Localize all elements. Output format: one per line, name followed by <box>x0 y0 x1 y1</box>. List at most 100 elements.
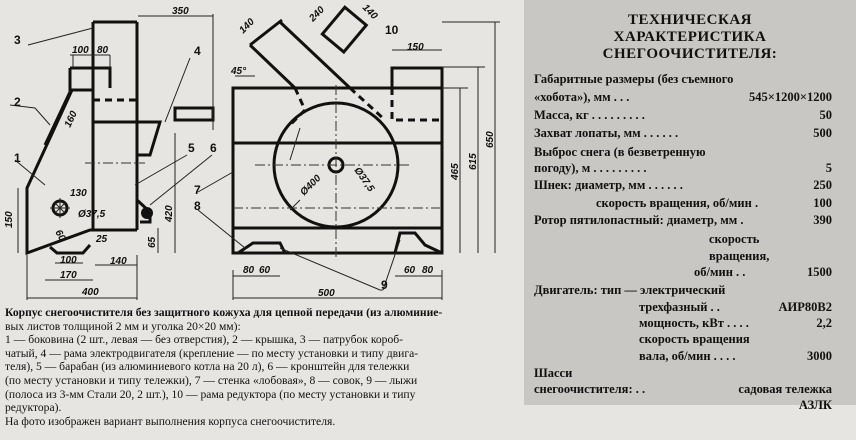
dim-b140: 140 <box>110 256 127 267</box>
spec-value: 100 <box>813 196 832 210</box>
spec-label: Захват лопаты, мм . . . . . . <box>534 126 679 140</box>
spec-value: 500 <box>813 126 832 140</box>
spec-row: погоду), м . . . . . . . . . 5 <box>534 161 832 176</box>
dim-45deg: 45° <box>230 66 247 77</box>
dim-b100: 100 <box>60 255 77 266</box>
spec-row: Шасси <box>534 366 832 381</box>
spec-row: скорость вращения, об/мин . 100 <box>596 196 832 211</box>
dim-420: 420 <box>164 205 175 223</box>
dim-500: 500 <box>318 288 335 299</box>
dim-r60: 60 <box>404 265 416 276</box>
spec-label: вала, об/мин . . . . <box>639 349 736 363</box>
spec-row: вращения, <box>709 249 832 264</box>
spec-row: скорость вращения <box>639 332 832 347</box>
spec-row: Габаритные размеры (без съемного <box>534 72 832 87</box>
spec-value: 2,2 <box>816 316 832 330</box>
spec-row: Выброс снега (в безветренную <box>534 145 832 160</box>
label-8: 8 <box>194 199 201 213</box>
dim-615: 615 <box>468 153 479 170</box>
spec-value: 5 <box>825 161 832 175</box>
spec-row: «хобота»), мм . . . 545×1200×1200 <box>534 90 832 105</box>
dim-c240: 240 <box>307 4 328 25</box>
spec-label: Шасси <box>534 366 573 380</box>
spec-label: трехфазный . . <box>639 300 720 314</box>
label-3: 3 <box>14 33 21 47</box>
spec-value: 545×1200×1200 <box>749 90 832 104</box>
label-7: 7 <box>194 183 201 197</box>
dim-60: 60 <box>52 228 67 244</box>
dim-hole: Ø37,5 <box>352 165 377 194</box>
dim-130: 130 <box>70 188 87 199</box>
dim-drum: Ø400 <box>298 173 323 198</box>
label-10: 10 <box>385 23 399 37</box>
figure-caption: Корпус снегоочистителя без защитного кож… <box>5 306 517 428</box>
spec-row: АЗЛК <box>534 398 832 413</box>
spec-row: Ротор пятилопастный: диаметр, мм . 390 <box>534 213 832 228</box>
dim-l60: 60 <box>259 265 271 276</box>
snowblower-housing-drawing: 3 2 1 4 5 6 350 100 80 160 150 130 Ø37,5… <box>4 2 500 300</box>
label-2: 2 <box>14 95 21 109</box>
dim-150: 150 <box>407 42 424 53</box>
spec-row: Захват лопаты, мм . . . . . . 500 <box>534 126 832 141</box>
spec-label: Ротор пятилопастный: диаметр, мм . <box>534 213 744 227</box>
spec-row: Шнек: диаметр, мм . . . . . . 250 <box>534 178 832 193</box>
dim-r80: 80 <box>422 265 434 276</box>
caption-line: чатый, 4 — рама электродвигателя (крепле… <box>5 346 419 360</box>
dim-l80: 80 <box>243 265 255 276</box>
caption-line: редуктора). <box>5 401 62 415</box>
spec-value: АЗЛК <box>798 398 832 412</box>
spec-row: мощность, кВт . . . . 2,2 <box>639 316 832 331</box>
dim-160: 160 <box>63 109 80 129</box>
spec-row: Масса, кг . . . . . . . . . 50 <box>534 108 832 123</box>
label-6: 6 <box>210 141 217 155</box>
spec-value: 390 <box>813 213 832 227</box>
spec-label: Габаритные размеры (без съемного <box>534 72 734 86</box>
dim-350: 350 <box>172 6 189 17</box>
spec-label: погоду), м . . . . . . . . . <box>534 161 647 175</box>
spec-value: 1500 <box>807 265 832 279</box>
dim-465: 465 <box>450 163 461 181</box>
spec-label: скорость вращения <box>639 332 750 346</box>
caption-line: Корпус снегоочистителя без защитного кож… <box>5 306 443 319</box>
caption-line: (по месту установки и типу тележки), 7 —… <box>5 373 418 387</box>
caption-line: 1 — боковина (2 шт., левая — без отверст… <box>5 333 404 347</box>
spec-label: Масса, кг . . . . . . . . . <box>534 108 645 122</box>
spec-label: мощность, кВт . . . . <box>639 316 749 330</box>
caption-line: На фото изображен вариант выполнения кор… <box>5 414 336 428</box>
side-view: 3 2 1 4 5 6 350 100 80 160 150 130 Ø37,5… <box>4 6 217 300</box>
dim-c140b: 140 <box>360 2 380 22</box>
dim-65: 65 <box>147 236 158 248</box>
label-9: 9 <box>381 278 388 292</box>
spec-row: снегоочистителя: . . садовая тележка <box>534 382 832 397</box>
label-5: 5 <box>188 141 195 155</box>
dim-80: 80 <box>97 45 109 56</box>
spec-row: об/мин . . 1500 <box>694 265 832 280</box>
spec-label: снегоочистителя: . . <box>534 382 646 396</box>
specs-title: СНЕГООЧИСТИТЕЛЯ: <box>602 46 778 62</box>
caption-line: теля), 5 — барабан (из алюминиевого котл… <box>5 360 410 374</box>
spec-row: скорость <box>709 232 832 247</box>
label-1: 1 <box>14 151 21 165</box>
spec-label: об/мин . . <box>694 265 746 279</box>
spec-row: трехфазный . .АИР80В2 <box>639 300 832 315</box>
dim-b400: 400 <box>81 287 99 298</box>
spec-label: «хобота»), мм . . . <box>534 90 630 104</box>
spec-label: Шнек: диаметр, мм . . . . . . <box>534 178 683 192</box>
specs-title: ТЕХНИЧЕСКАЯ <box>627 12 753 28</box>
spec-row: вала, об/мин . . . .3000 <box>639 349 832 364</box>
spec-row: Двигатель: тип — электрический <box>534 283 832 298</box>
dim-hole: Ø37,5 <box>78 209 106 220</box>
dim-c140a: 140 <box>237 16 257 36</box>
spec-value: 50 <box>819 108 833 122</box>
spec-label: Выброс снега (в безветренную <box>534 145 706 159</box>
specs-title: ХАРАКТЕРИСТИКА <box>613 29 767 45</box>
spec-value: 250 <box>813 178 832 192</box>
spec-label: скорость вращения, об/мин . <box>596 196 759 210</box>
spec-value: садовая тележка <box>738 382 832 396</box>
spec-label: вращения, <box>709 249 770 263</box>
dim-650: 650 <box>485 131 496 148</box>
caption-line: (полоса из 3-мм Стали 20, 2 шт.), 10 — р… <box>5 387 416 401</box>
dim-25: 25 <box>95 234 108 245</box>
caption-line: вых листов толщиной 2 мм и уголка 20×20 … <box>5 319 241 333</box>
label-4: 4 <box>194 44 201 58</box>
